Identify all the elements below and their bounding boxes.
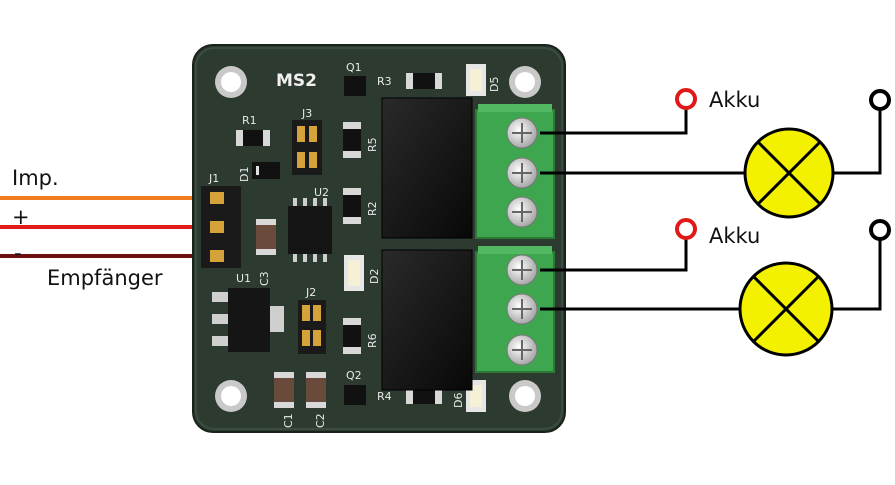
resistor-r3 bbox=[406, 73, 442, 89]
signal-label: Imp. bbox=[12, 166, 59, 190]
ref-d5: D5 bbox=[488, 77, 501, 92]
ref-d6: D6 bbox=[452, 393, 465, 408]
receiver-label: Empfänger bbox=[47, 266, 163, 290]
terminal-block-top bbox=[475, 104, 555, 239]
return-terminal-bottom bbox=[869, 219, 891, 241]
resistor-r6 bbox=[343, 318, 361, 354]
resistor-r2 bbox=[343, 188, 361, 224]
ref-q2: Q2 bbox=[346, 369, 362, 382]
ref-r1: R1 bbox=[242, 114, 257, 127]
ref-r4: R4 bbox=[377, 390, 392, 403]
board-name: MS2 bbox=[276, 71, 317, 91]
ref-j1: J1 bbox=[208, 172, 219, 185]
return-wire-bottom bbox=[832, 238, 882, 311]
resistor-r4 bbox=[406, 388, 442, 404]
relay-bottom bbox=[381, 249, 473, 391]
capacitor-c3 bbox=[256, 219, 276, 255]
battery-wire-bottom bbox=[540, 237, 688, 272]
ref-r5: R5 bbox=[366, 137, 379, 152]
ref-c2: C2 bbox=[314, 413, 327, 428]
ref-d2: D2 bbox=[368, 269, 381, 284]
terminal-block-bottom bbox=[475, 246, 555, 373]
lamp-top-icon bbox=[743, 127, 835, 219]
ref-r6: R6 bbox=[366, 333, 379, 348]
battery-terminal-bottom bbox=[675, 218, 697, 240]
ref-u1: U1 bbox=[236, 272, 251, 285]
transistor-q2 bbox=[344, 385, 366, 405]
capacitor-c1 bbox=[274, 372, 294, 408]
battery-label-top: Akku bbox=[709, 88, 761, 112]
resistor-r5 bbox=[343, 122, 361, 158]
relay-top bbox=[381, 97, 473, 239]
ref-c3: C3 bbox=[258, 271, 271, 286]
ref-c1: C1 bbox=[282, 413, 295, 428]
minus-label: - bbox=[14, 241, 22, 265]
battery-terminal-top bbox=[675, 88, 697, 110]
pcb-edge bbox=[195, 47, 563, 430]
ref-j3: J3 bbox=[301, 107, 312, 120]
ic-u2 bbox=[288, 206, 332, 254]
lamp-bottom-icon bbox=[738, 261, 834, 357]
ref-j2: J2 bbox=[305, 286, 316, 299]
capacitor-c2 bbox=[306, 372, 326, 408]
ref-r3: R3 bbox=[377, 75, 392, 88]
battery-label-bottom: Akku bbox=[709, 224, 761, 248]
ref-d1: D1 bbox=[238, 167, 251, 182]
transistor-q1 bbox=[344, 76, 366, 96]
plus-label: + bbox=[12, 205, 30, 229]
ref-r2: R2 bbox=[366, 201, 379, 216]
ref-u2: U2 bbox=[314, 186, 329, 199]
regulator-u1 bbox=[228, 288, 270, 352]
header-j3 bbox=[292, 120, 322, 175]
return-wire-top bbox=[832, 108, 882, 175]
battery-wire-top bbox=[540, 106, 688, 135]
resistor-r1 bbox=[236, 130, 270, 146]
return-terminal-top bbox=[869, 89, 891, 111]
ref-q1: Q1 bbox=[346, 61, 362, 74]
